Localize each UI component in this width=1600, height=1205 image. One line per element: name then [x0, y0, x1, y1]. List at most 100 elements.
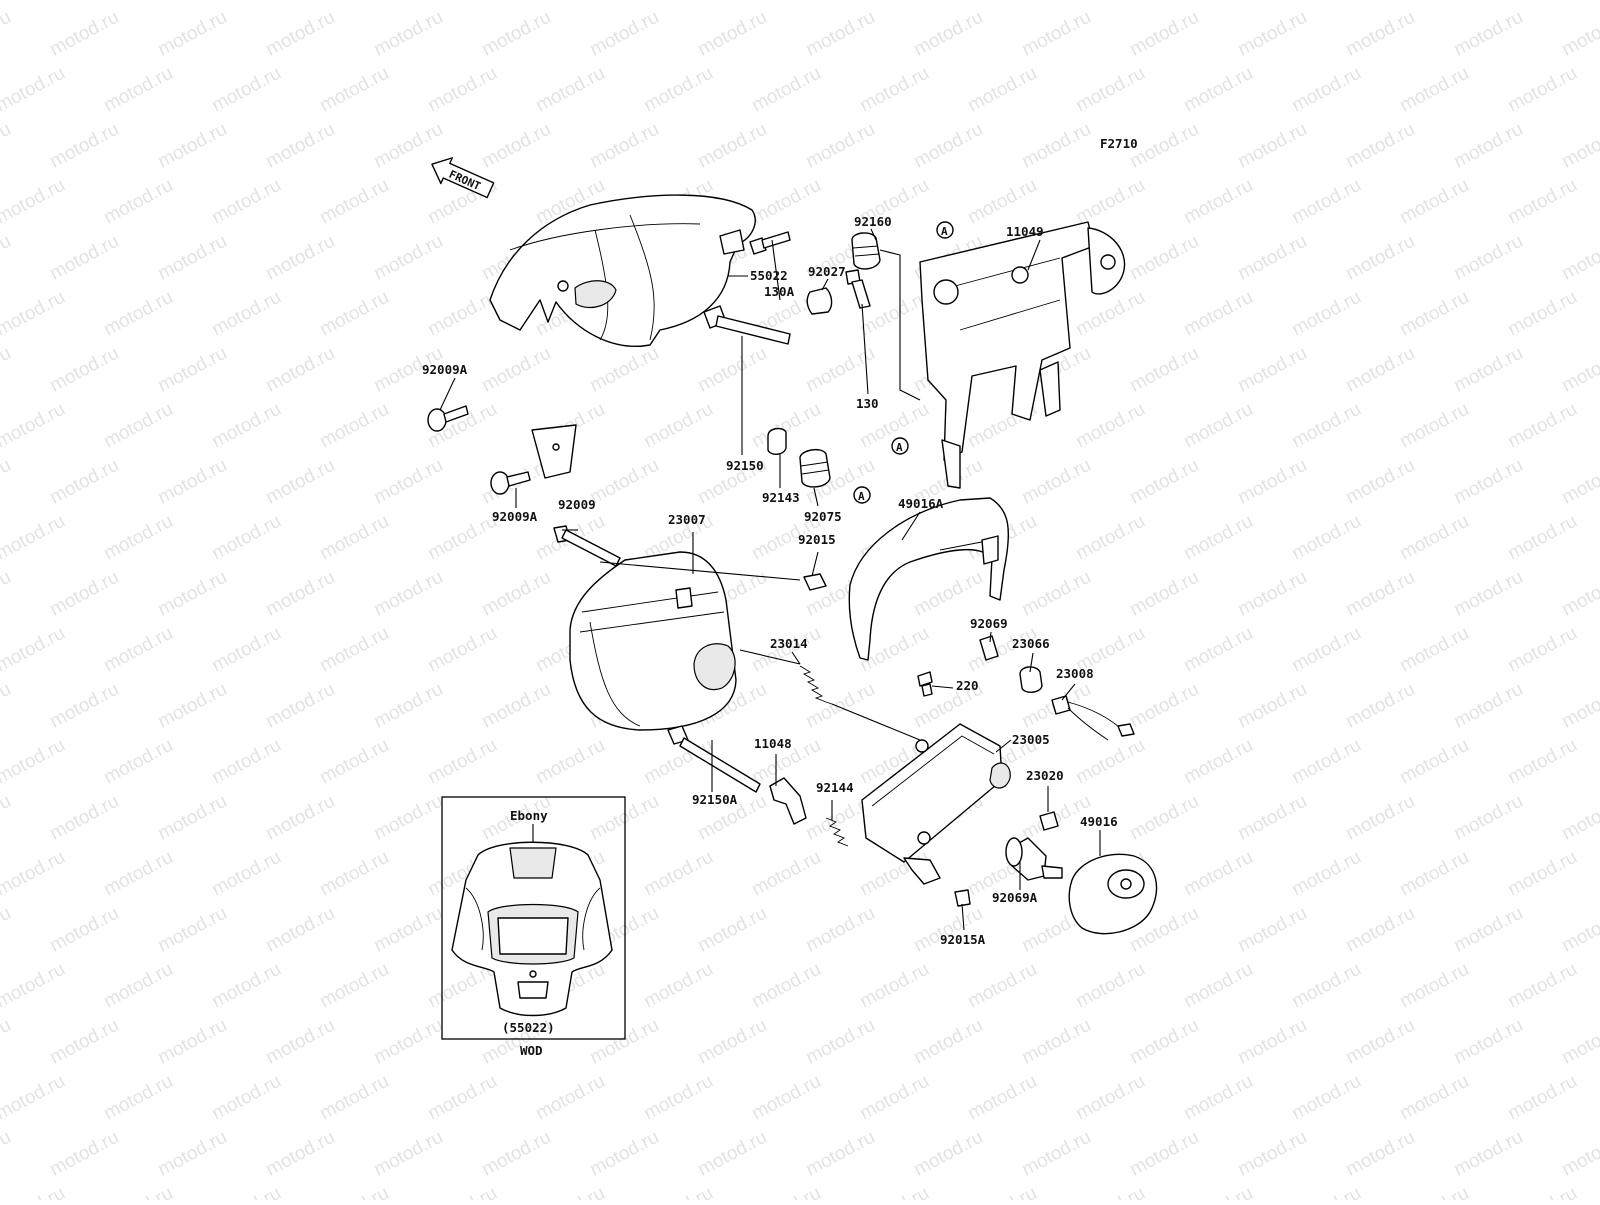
- watermark-text: motod.ru: [1180, 623, 1256, 677]
- watermark-text: motod.ru: [1342, 7, 1418, 61]
- watermark-text: motod.ru: [1288, 63, 1364, 117]
- watermark-text: motod.ru: [1558, 7, 1600, 61]
- watermark-text: motod.ru: [424, 511, 500, 565]
- watermark-text: motod.ru: [1288, 1071, 1364, 1125]
- watermark-text: motod.ru: [0, 175, 69, 229]
- watermark-text: motod.ru: [1018, 1127, 1094, 1181]
- label-92069: 92069: [970, 616, 1008, 631]
- watermark-text: motod.ru: [208, 735, 284, 789]
- watermark-text: motod.ru: [478, 679, 554, 733]
- watermark-text: motod.ru: [910, 903, 986, 957]
- watermark-text: motod.ru: [1450, 679, 1526, 733]
- watermark-text: motod.ru: [1288, 959, 1364, 1013]
- watermark-text: motod.ru: [1396, 511, 1472, 565]
- label-92150: 92150: [726, 458, 764, 473]
- watermark-text: motod.ru: [694, 343, 770, 397]
- watermark-text: motod.ru: [640, 1071, 716, 1125]
- label-130: 130: [856, 396, 879, 411]
- watermark-text: motod.ru: [0, 623, 69, 677]
- watermark-text: motod.ru: [1396, 399, 1472, 453]
- watermark-text: motod.ru: [0, 511, 69, 565]
- watermark-text: motod.ru: [316, 287, 392, 341]
- watermark-text: motod.ru: [856, 1183, 932, 1200]
- watermark-text: motod.ru: [694, 1015, 770, 1069]
- watermark-text: motod.ru: [1018, 567, 1094, 621]
- watermark-text: motod.ru: [1180, 511, 1256, 565]
- watermark-text: motod.ru: [0, 847, 69, 901]
- watermark-text: motod.ru: [46, 1015, 122, 1069]
- label-92027: 92027: [808, 264, 846, 279]
- watermark-text: motod.ru: [802, 7, 878, 61]
- watermark-text: motod.ru: [1342, 343, 1418, 397]
- watermark-text: motod.ru: [802, 679, 878, 733]
- trim-ring-49016A: [848, 497, 1009, 661]
- label-11049: 11049: [1006, 224, 1044, 239]
- headlight-housing-23007: [569, 551, 737, 731]
- watermark-text: motod.ru: [640, 847, 716, 901]
- watermark-text: motod.ru: [1396, 847, 1472, 901]
- watermark-text: motod.ru: [316, 0, 392, 4]
- watermark-text: motod.ru: [316, 175, 392, 229]
- svg-text:A: A: [941, 225, 948, 238]
- watermark-text: motod.ru: [1558, 791, 1600, 845]
- watermark-text: motod.ru: [1558, 231, 1600, 285]
- watermark-text: motod.ru: [208, 287, 284, 341]
- watermark-text: motod.ru: [316, 1071, 392, 1125]
- watermark-text: motod.ru: [0, 7, 15, 61]
- watermark-text: motod.ru: [1126, 1127, 1202, 1181]
- watermark-text: motod.ru: [0, 343, 15, 397]
- watermark-text: motod.ru: [208, 63, 284, 117]
- watermark-text: motod.ru: [1018, 1015, 1094, 1069]
- label-92015A: 92015A: [940, 932, 986, 947]
- watermark-text: motod.ru: [1342, 455, 1418, 509]
- watermark-text: motod.ru: [262, 903, 338, 957]
- watermark-text: motod.ru: [424, 1071, 500, 1125]
- watermark-text: motod.ru: [262, 791, 338, 845]
- watermark-text: motod.ru: [1504, 399, 1580, 453]
- socket-49016: [1068, 853, 1158, 935]
- watermark-text: motod.ru: [964, 1071, 1040, 1125]
- watermark-text: motod.ru: [910, 1015, 986, 1069]
- watermark-text: motod.ru: [694, 903, 770, 957]
- watermark-text: motod.ru: [1288, 847, 1364, 901]
- label-130A: 130A: [764, 284, 795, 299]
- watermark-text: motod.ru: [1234, 119, 1310, 173]
- watermark-text: motod.ru: [1558, 567, 1600, 621]
- watermark-text: motod.ru: [208, 847, 284, 901]
- watermark-text: motod.ru: [316, 399, 392, 453]
- watermark-text: motod.ru: [100, 1183, 176, 1200]
- label-92009A-bottom: 92009A: [492, 509, 538, 524]
- watermark-text: motod.ru: [964, 63, 1040, 117]
- watermark-text: motod.ru: [100, 959, 176, 1013]
- watermark-text: motod.ru: [370, 1127, 446, 1181]
- watermark-text: motod.ru: [964, 959, 1040, 1013]
- watermark-text: motod.ru: [0, 903, 15, 957]
- watermark-text: motod.ru: [1342, 1127, 1418, 1181]
- watermark-text: motod.ru: [208, 623, 284, 677]
- watermark-text: motod.ru: [1234, 1127, 1310, 1181]
- watermark-text: motod.ru: [1396, 959, 1472, 1013]
- label-92015: 92015: [798, 532, 836, 547]
- label-92075: 92075: [804, 509, 842, 524]
- watermark-text: motod.ru: [1126, 455, 1202, 509]
- bulb-92069A: [1005, 837, 1063, 881]
- watermark-text: motod.ru: [640, 0, 716, 4]
- watermark-text: motod.ru: [316, 623, 392, 677]
- watermark-text: motod.ru: [1558, 679, 1600, 733]
- watermark-text: motod.ru: [1504, 175, 1580, 229]
- inset-model-label: WOD: [520, 1043, 543, 1058]
- watermark-text: motod.ru: [1288, 399, 1364, 453]
- watermark-text: motod.ru: [1072, 511, 1148, 565]
- watermark-text: motod.ru: [478, 1127, 554, 1181]
- watermark-text: motod.ru: [1234, 1015, 1310, 1069]
- watermark-text: motod.ru: [370, 791, 446, 845]
- watermark-text: motod.ru: [316, 847, 392, 901]
- watermark-text: motod.ru: [0, 63, 69, 117]
- watermark-text: motod.ru: [1072, 735, 1148, 789]
- label-23066: 23066: [1012, 636, 1050, 651]
- watermark-text: motod.ru: [262, 119, 338, 173]
- watermark-text: motod.ru: [748, 175, 824, 229]
- watermark-text: motod.ru: [640, 1183, 716, 1200]
- watermark-text: motod.ru: [370, 903, 446, 957]
- watermark-text: motod.ru: [154, 119, 230, 173]
